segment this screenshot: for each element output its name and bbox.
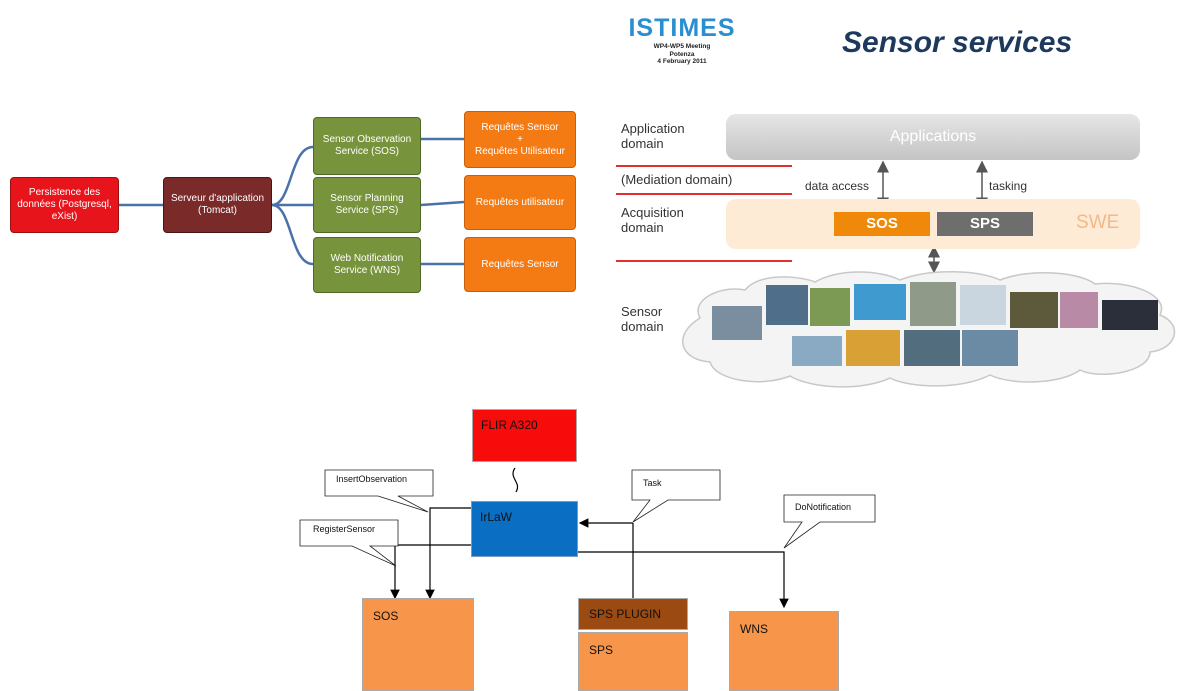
architecture-links bbox=[119, 137, 465, 266]
node-label: Serveur d'application (Tomcat) bbox=[170, 193, 265, 216]
register-sensor-label: RegisterSensor bbox=[313, 524, 376, 534]
applications-label: Applications bbox=[889, 128, 977, 145]
sensor-photo bbox=[1010, 292, 1058, 328]
sos-flow-box: SOS bbox=[362, 598, 474, 691]
sensor-photo bbox=[910, 282, 956, 326]
sensor-photo bbox=[962, 330, 1018, 366]
sensor-photo bbox=[712, 306, 762, 340]
sos-flow-label: SOS bbox=[373, 609, 399, 623]
meeting-line: WP4-WP5 Meeting bbox=[653, 43, 711, 50]
sos-requests-node: Requêtes Sensor + Requêtes Utilisateur bbox=[464, 111, 576, 168]
sps-plugin-box: SPS PLUGIN bbox=[578, 598, 688, 630]
wns-flow-box: WNS bbox=[729, 611, 839, 691]
wns-flow-label: WNS bbox=[740, 622, 768, 636]
page-title: Sensor services bbox=[842, 26, 1073, 59]
node-label: + bbox=[517, 133, 523, 145]
meeting-info: WP4-WP5 Meeting Potenza 4 February 2011 bbox=[640, 43, 724, 66]
sensor-photo bbox=[1060, 292, 1098, 328]
sps-box: SPS bbox=[937, 212, 1033, 236]
sensor-photo bbox=[846, 330, 900, 366]
meeting-line: 4 February 2011 bbox=[657, 58, 707, 65]
persistence-node: Persistence des données (Postgresql, eXi… bbox=[10, 177, 119, 233]
sps-flow-box: SPS bbox=[578, 632, 688, 691]
flow-links bbox=[390, 467, 789, 609]
sps-requests-node: Requêtes utilisateur bbox=[464, 175, 576, 230]
tasking-label: tasking bbox=[989, 179, 1028, 193]
applications-band bbox=[726, 114, 1140, 160]
sensor-photo bbox=[960, 285, 1006, 325]
insert-observation-label: InsertObservation bbox=[336, 474, 408, 484]
node-label: Requêtes Utilisateur bbox=[474, 145, 566, 157]
swe-band bbox=[726, 199, 1140, 249]
sensor-photo bbox=[810, 288, 850, 326]
sos-box: SOS bbox=[834, 212, 930, 236]
sensor-photo bbox=[854, 284, 906, 320]
irlaw-box: IrLaW bbox=[471, 501, 578, 557]
data-access-label: data access bbox=[805, 179, 870, 193]
sensor-photo bbox=[792, 336, 842, 366]
sps-plugin-label: SPS PLUGIN bbox=[589, 607, 662, 621]
domain-separators bbox=[616, 165, 792, 262]
sensor-photo bbox=[1102, 300, 1158, 330]
sos-service-node: Sensor Observation Service (SOS) bbox=[313, 117, 421, 175]
wns-requests-node: Requêtes Sensor bbox=[464, 237, 576, 292]
app-server-node: Serveur d'application (Tomcat) bbox=[163, 177, 272, 233]
node-label: Requêtes Sensor bbox=[481, 258, 559, 270]
sensor-photo bbox=[766, 285, 808, 325]
meeting-line: Potenza bbox=[669, 50, 695, 58]
sensor-photo bbox=[904, 330, 960, 366]
sps-flow-label: SPS bbox=[589, 643, 614, 657]
application-domain-label: Application domain bbox=[621, 121, 685, 151]
node-label: Persistence des données (Postgresql, eXi… bbox=[17, 187, 112, 222]
node-label: Sensor Observation Service (SOS) bbox=[322, 134, 412, 157]
sps-service-node: Sensor Planning Service (SPS) bbox=[313, 177, 421, 233]
flir-label: FLIR A320 bbox=[481, 418, 538, 432]
node-label: Web Notification Service (WNS) bbox=[330, 253, 404, 276]
node-label: Requêtes Sensor bbox=[481, 121, 559, 133]
swe-label: SWE bbox=[1076, 212, 1120, 233]
acquisition-domain-label: Acquisition domain bbox=[621, 205, 684, 235]
wns-service-node: Web Notification Service (WNS) bbox=[313, 237, 421, 293]
task-label: Task bbox=[643, 478, 662, 488]
irlaw-label: IrLaW bbox=[480, 510, 513, 524]
mediation-domain-label: (Mediation domain) bbox=[621, 172, 733, 187]
node-label: Sensor Planning Service (SPS) bbox=[330, 193, 404, 216]
istimes-logo: ISTIMES bbox=[628, 14, 736, 42]
do-notification-label: DoNotification bbox=[795, 502, 852, 512]
callouts bbox=[299, 469, 876, 567]
node-label: Requêtes utilisateur bbox=[475, 196, 565, 208]
sensor-domain-label: Sensor domain bbox=[621, 304, 664, 334]
flir-camera-box: FLIR A320 bbox=[472, 409, 577, 462]
